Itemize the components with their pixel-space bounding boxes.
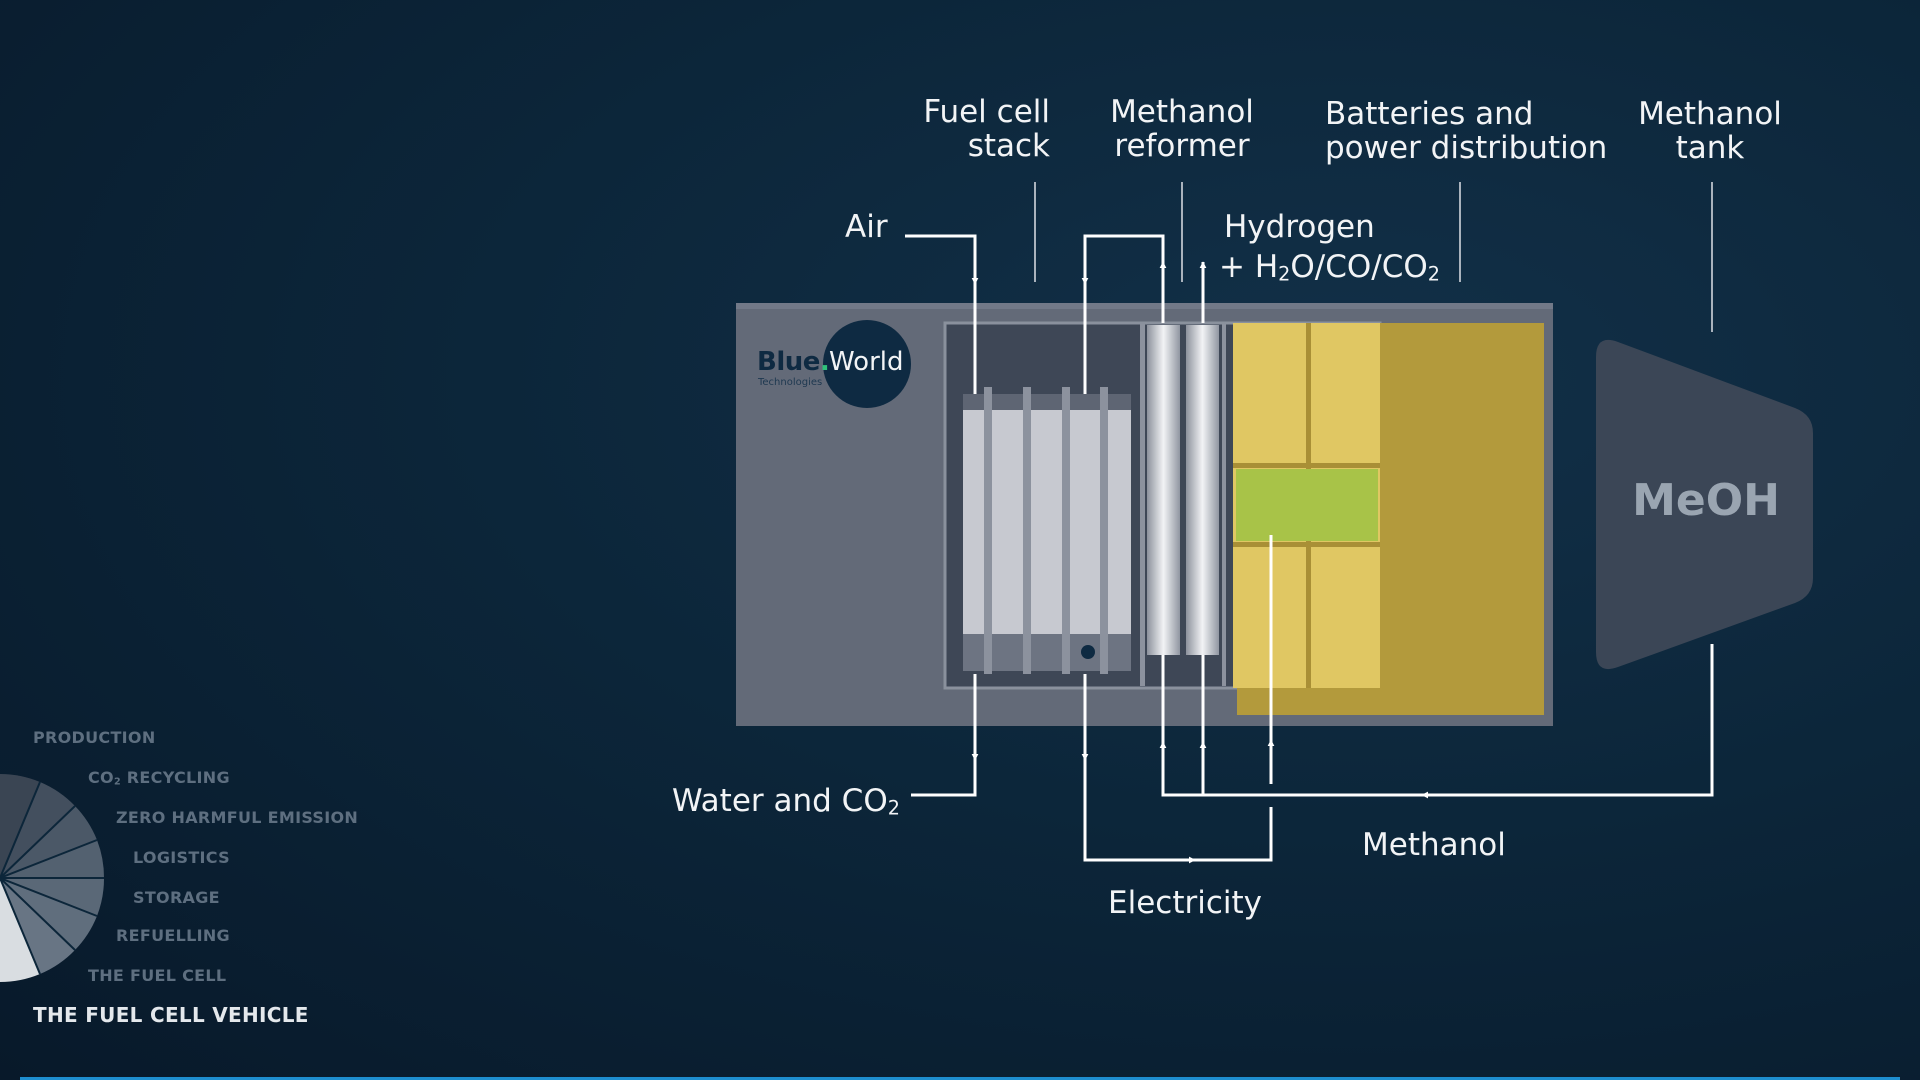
blue-world-logo: Blue. World Technologies	[757, 347, 904, 388]
label-meoh: MeOH	[1632, 475, 1780, 526]
label-methanol-reformer: Methanol reformer	[1110, 94, 1254, 164]
label-pointer-lines	[1034, 182, 1713, 332]
label-electricity: Electricity	[1108, 885, 1262, 921]
nav-item-production[interactable]: PRODUCTION	[33, 728, 156, 747]
label-batteries: Batteries and power distribution	[1325, 96, 1608, 166]
casing-top-edge	[736, 303, 1553, 309]
logo-brand-world: World	[829, 347, 904, 377]
logo-circle	[823, 320, 911, 408]
nav-item-zero-harmful-emission[interactable]: ZERO HARMFUL EMISSION	[116, 808, 359, 827]
label-methanol-flow: Methanol	[1362, 827, 1506, 863]
methanol-reformer	[1140, 324, 1226, 686]
nav-item-storage[interactable]: STORAGE	[133, 888, 220, 907]
flow-lines	[905, 234, 1714, 864]
nav-item-the-fuel-cell-vehicle[interactable]: THE FUEL CELL VEHICLE	[33, 1003, 309, 1027]
methanol-tank	[1596, 339, 1813, 670]
label-air: Air	[845, 209, 888, 245]
logo-brand-sub: Technologies	[758, 377, 823, 388]
progress-line	[20, 1077, 1900, 1080]
label-fuel-cell-stack: Fuel cell stack	[923, 94, 1050, 164]
label-hydrogen: Hydrogen	[1224, 209, 1375, 245]
nav-item-the-fuel-cell[interactable]: THE FUEL CELL	[88, 966, 227, 985]
batteries	[1233, 323, 1544, 715]
fuel-cell-stack	[963, 387, 1131, 674]
battery-green-cell	[1236, 469, 1378, 541]
nav-item-logistics[interactable]: LOGISTICS	[133, 848, 230, 867]
label-hydrogen-mixture: + H2O/CO/CO2	[1219, 249, 1440, 286]
logo-brand-main: Blue	[757, 347, 820, 377]
label-water-and-co2: Water and CO2	[672, 783, 900, 820]
logo-brand-dot: .	[819, 347, 830, 377]
label-methanol-tank: Methanol tank	[1638, 96, 1782, 166]
nav-item-refuelling[interactable]: REFUELLING	[116, 926, 230, 945]
nav-fan-graphic	[0, 774, 105, 982]
nav-item-co2-recycling[interactable]: CO2 RECYCLING	[88, 768, 230, 788]
